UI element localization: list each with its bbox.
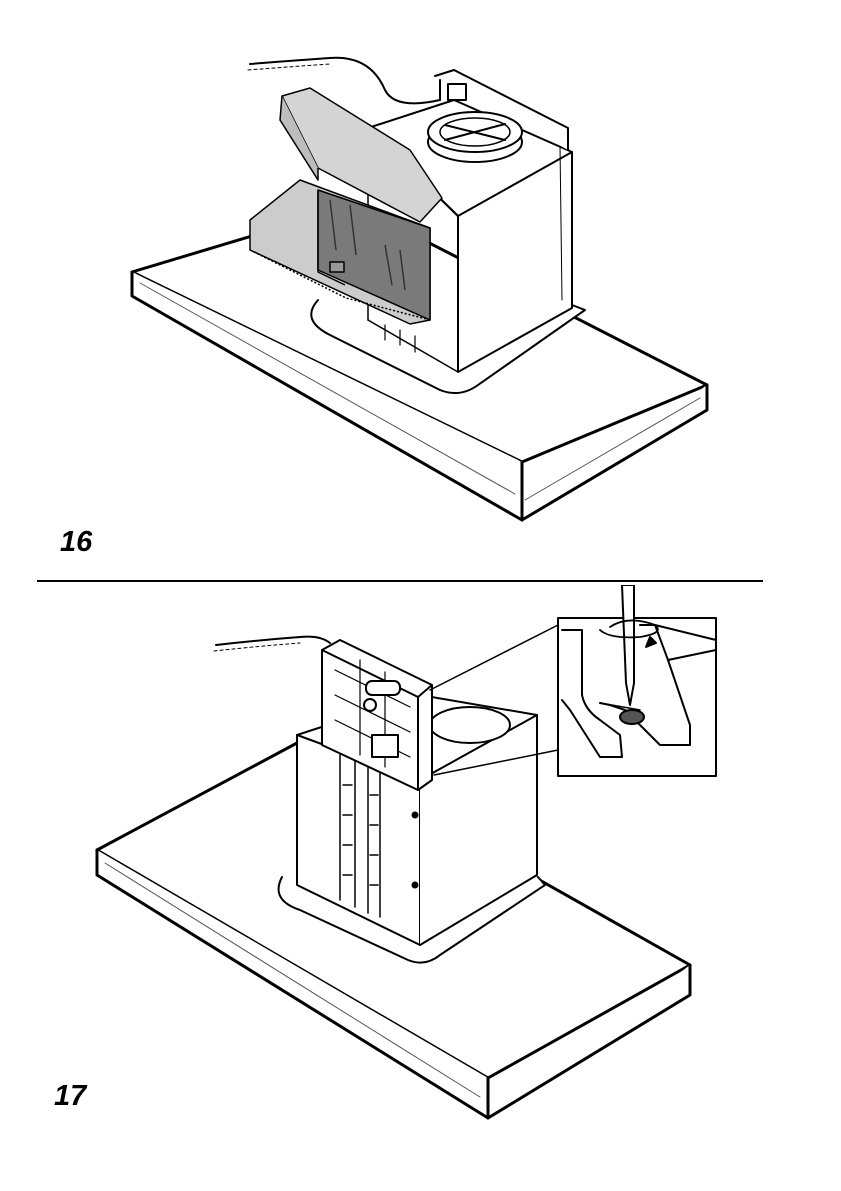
fan-outlet [428, 112, 522, 162]
figure-17-illustration [0, 585, 841, 1191]
figure-16-illustration [0, 0, 841, 580]
figure-16 [0, 0, 841, 580]
section-divider [37, 580, 763, 582]
screw-head-icon [620, 710, 644, 724]
power-cable [216, 637, 330, 645]
figure-17 [0, 585, 841, 1191]
plug [448, 84, 466, 100]
power-cable [250, 58, 440, 104]
fan-outlet [430, 707, 510, 743]
detail-inset [558, 585, 716, 776]
figure-number-17: 17 [54, 1080, 86, 1113]
callout-line-top [430, 625, 558, 690]
figure-number-16: 16 [60, 526, 92, 559]
